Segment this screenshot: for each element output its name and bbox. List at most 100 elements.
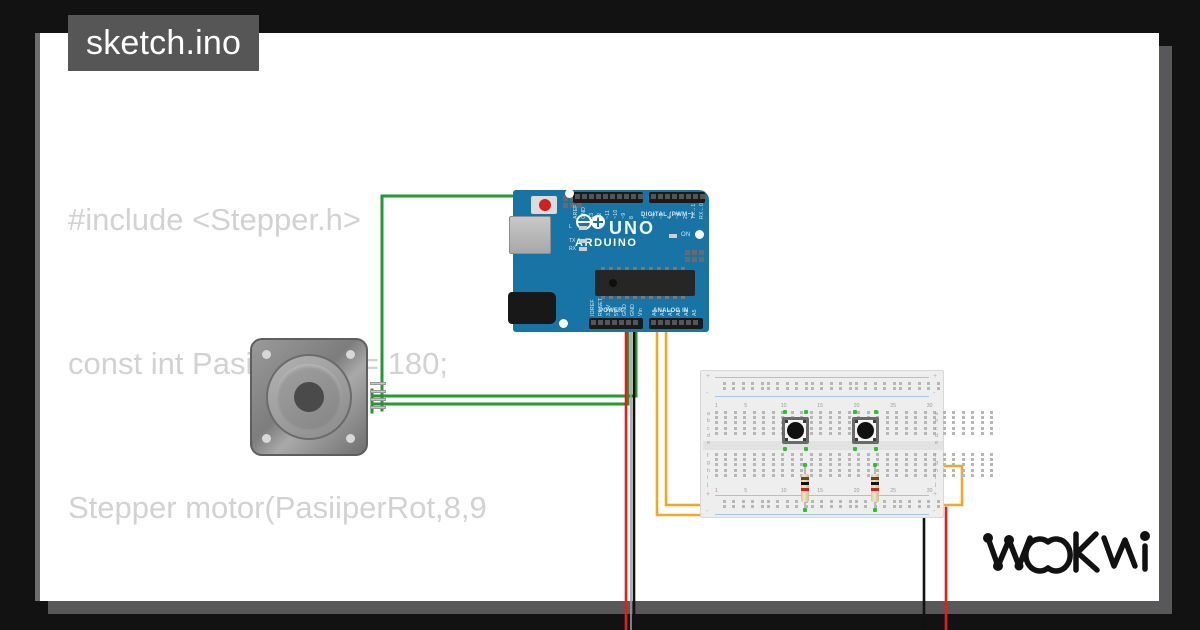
digital-pin-label: ~9 xyxy=(621,212,627,219)
row-letter: f xyxy=(935,453,937,459)
analog-pin-label: A5 xyxy=(692,309,698,316)
lead xyxy=(804,466,806,478)
row-letter: c xyxy=(707,425,710,432)
digital-pin-label: GND xyxy=(581,206,587,219)
digital-pin-label: ~11 xyxy=(605,209,611,219)
digital-pin-label: 13 xyxy=(589,212,595,219)
row-letter: e xyxy=(935,440,938,447)
hole-group xyxy=(811,500,856,509)
analog-pin-label: A0 xyxy=(652,309,658,316)
pushbutton-2[interactable] xyxy=(849,410,882,451)
row-letter: a xyxy=(707,411,710,417)
screw xyxy=(803,438,806,441)
pushbutton-2-cap[interactable] xyxy=(857,422,874,439)
led-L xyxy=(579,226,587,230)
top-right-plus-sign: + xyxy=(933,373,938,380)
row-letter: d xyxy=(935,432,938,439)
analog-pin-label: A4 xyxy=(684,309,690,316)
board-brand: ARDUINO xyxy=(575,237,638,249)
wokwi-logo xyxy=(978,524,1154,581)
top-left-minus-sign: - xyxy=(706,390,709,397)
column-number: 15 xyxy=(817,403,823,409)
column-number: 25 xyxy=(890,488,896,494)
wokwi-logo-icon xyxy=(983,531,1150,574)
column-number: 10 xyxy=(780,403,787,409)
node-dot xyxy=(993,561,1003,571)
row-letter: c xyxy=(935,425,938,432)
hole-group xyxy=(767,382,812,391)
band xyxy=(801,482,809,485)
pin xyxy=(873,463,877,467)
digital-header-left[interactable] xyxy=(573,192,643,203)
screw xyxy=(855,420,858,423)
analog-pin-label: A3 xyxy=(676,309,682,316)
mount-hole xyxy=(346,350,355,359)
analog-header[interactable] xyxy=(649,318,703,329)
pushbutton-1[interactable] xyxy=(779,410,812,451)
hole-group xyxy=(723,382,768,391)
top-negative-rail-line xyxy=(715,396,929,397)
hole-group xyxy=(715,453,997,477)
resistor-1[interactable] xyxy=(801,463,809,512)
bottom-right-plus-sign: + xyxy=(933,491,938,498)
lead xyxy=(804,498,806,510)
digital-header-right[interactable] xyxy=(649,192,705,203)
led-TX xyxy=(579,239,587,243)
tab-sketch-ino[interactable]: sketch.ino xyxy=(68,15,260,71)
stepper-pin xyxy=(370,398,386,401)
power-pin-label: GND xyxy=(622,303,628,316)
top-right-minus-sign: - xyxy=(933,390,936,397)
led-ON xyxy=(669,234,677,238)
column-number: 5 xyxy=(744,403,748,409)
hole-group xyxy=(855,382,900,391)
node-dot xyxy=(1004,535,1014,545)
pin xyxy=(874,410,878,414)
node-dot xyxy=(983,533,993,543)
column-number: 1 xyxy=(715,488,718,494)
digital-pin-label: ~5 xyxy=(659,212,665,219)
column-number: 10 xyxy=(780,488,787,494)
bottom-negative-rail-line xyxy=(715,514,929,515)
pin xyxy=(804,447,808,451)
analog-pin-label: A2 xyxy=(668,309,674,316)
led-RX xyxy=(579,247,587,251)
digital-pin-label: AREF xyxy=(573,204,579,219)
row-letter: b xyxy=(935,418,938,425)
bottom-right-minus-sign: - xyxy=(933,508,936,515)
led-label-TX: TX xyxy=(569,238,576,244)
row-letter: g xyxy=(935,460,938,467)
hole-group xyxy=(899,500,944,509)
digital-pin-label: ~3 xyxy=(675,212,681,219)
digital-pin-label: TX→1 xyxy=(691,203,697,219)
stepper-motor[interactable] xyxy=(250,338,386,460)
row-letter: j xyxy=(935,482,937,489)
band xyxy=(871,488,879,491)
column-number: 20 xyxy=(853,403,860,409)
arduino-uno-board[interactable]: UNO ARDUINO DIGITAL (PWM~) POWER ANALOG … xyxy=(508,189,709,332)
pushbutton-1-cap[interactable] xyxy=(787,422,804,439)
row-letter: b xyxy=(707,418,710,425)
pin xyxy=(853,410,857,414)
hole-group xyxy=(723,500,768,509)
node-dot xyxy=(1140,531,1150,541)
column-number: 30 xyxy=(926,403,933,409)
reset-button[interactable] xyxy=(531,196,557,214)
power-header[interactable] xyxy=(589,318,643,329)
stepper-pin xyxy=(370,390,386,393)
node-dot xyxy=(1014,561,1024,571)
band xyxy=(871,477,879,480)
screw xyxy=(785,420,788,423)
screw xyxy=(855,438,858,441)
digital-pin-label: 2 xyxy=(683,215,689,219)
hole-group xyxy=(811,382,856,391)
stepper-pin xyxy=(370,406,386,409)
mount-hole xyxy=(262,434,271,443)
resistor-2[interactable] xyxy=(871,463,879,512)
band xyxy=(871,482,879,485)
tab-label: sketch.ino xyxy=(86,23,242,62)
power-pin-label: Vin xyxy=(638,307,644,316)
digital-pin-label: ~6 xyxy=(651,212,657,219)
lead xyxy=(874,466,876,478)
